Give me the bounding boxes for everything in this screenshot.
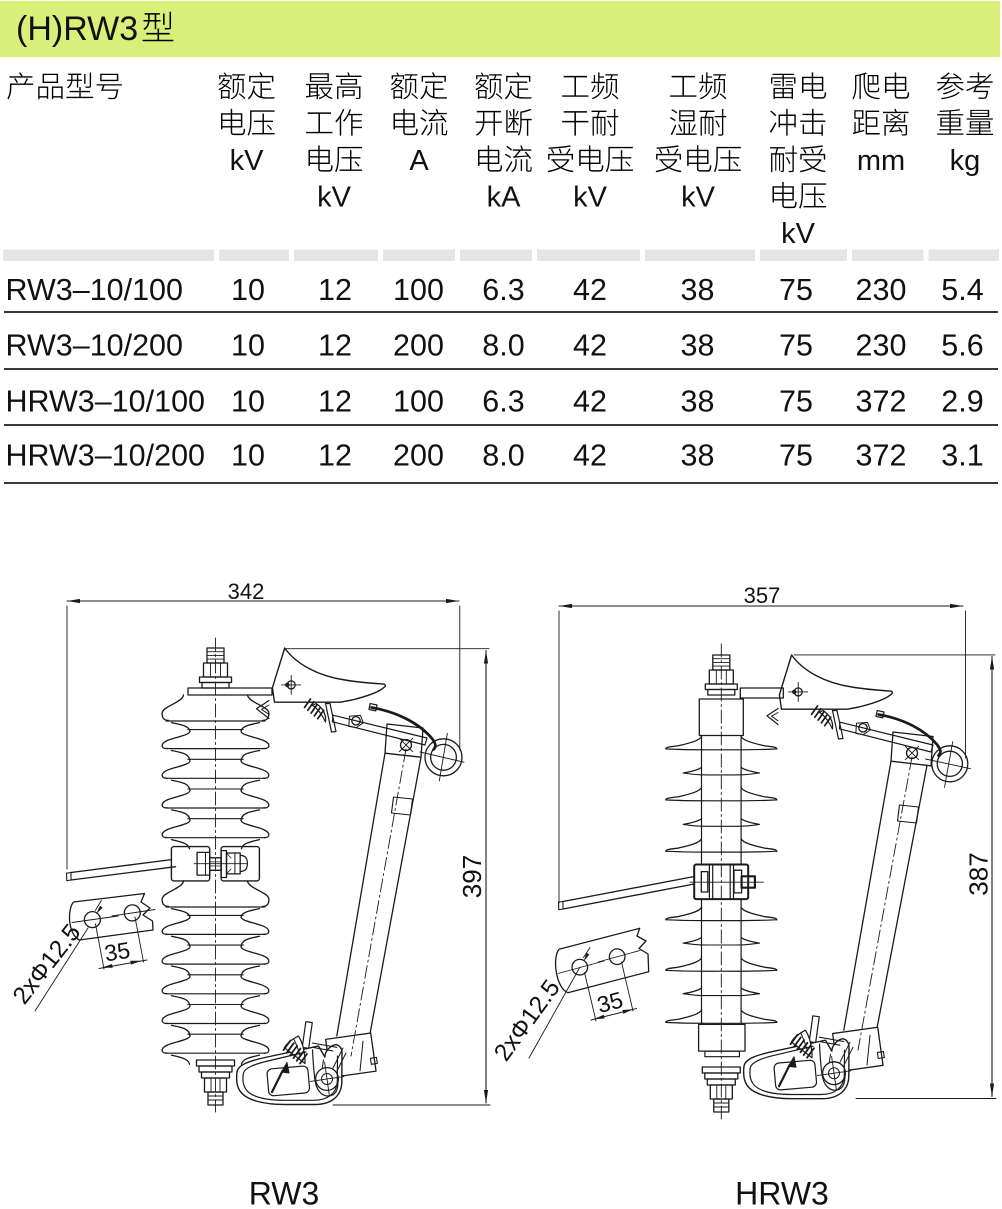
svg-text:38: 38 — [681, 329, 715, 363]
svg-text:75: 75 — [779, 329, 813, 363]
svg-text:230: 230 — [856, 273, 907, 307]
svg-text:2xΦ12.5: 2xΦ12.5 — [8, 919, 87, 1009]
svg-text:42: 42 — [573, 329, 607, 363]
svg-text:5.6: 5.6 — [941, 329, 983, 363]
svg-text:kA: kA — [487, 182, 522, 214]
svg-text:200: 200 — [393, 329, 444, 363]
svg-text:12: 12 — [318, 385, 352, 419]
svg-text:38: 38 — [681, 273, 715, 307]
svg-text:42: 42 — [573, 385, 607, 419]
svg-text:397: 397 — [457, 855, 487, 898]
svg-text:10: 10 — [231, 273, 265, 307]
svg-text:A: A — [409, 145, 429, 177]
svg-text:42: 42 — [573, 439, 607, 473]
svg-text:35: 35 — [103, 937, 132, 967]
svg-text:HRW3: HRW3 — [735, 1176, 829, 1209]
svg-text:372: 372 — [856, 439, 907, 473]
svg-text:342: 342 — [228, 579, 265, 604]
svg-text:HRW3–10/200: HRW3–10/200 — [6, 439, 206, 473]
svg-text:12: 12 — [318, 273, 352, 307]
svg-text:75: 75 — [779, 273, 813, 307]
svg-text:kV: kV — [230, 145, 265, 177]
svg-text:12: 12 — [318, 329, 352, 363]
svg-text:mm: mm — [857, 145, 905, 177]
svg-text:10: 10 — [231, 385, 265, 419]
svg-text:RW3–10/100: RW3–10/100 — [6, 273, 183, 307]
svg-text:kV: kV — [781, 218, 816, 250]
svg-text:200: 200 — [393, 439, 444, 473]
svg-text:372: 372 — [856, 385, 907, 419]
svg-text:12: 12 — [318, 439, 352, 473]
svg-text:8.0: 8.0 — [482, 329, 524, 363]
svg-text:10: 10 — [231, 439, 265, 473]
svg-text:6.3: 6.3 — [482, 385, 524, 419]
svg-text:75: 75 — [779, 439, 813, 473]
svg-text:(H)RW3: (H)RW3 — [16, 10, 138, 48]
svg-text:HRW3–10/100: HRW3–10/100 — [6, 385, 206, 419]
svg-text:75: 75 — [779, 385, 813, 419]
svg-text:357: 357 — [744, 583, 781, 608]
svg-text:38: 38 — [681, 385, 715, 419]
svg-text:387: 387 — [964, 852, 994, 895]
svg-text:RW3–10/200: RW3–10/200 — [6, 329, 183, 363]
svg-text:35: 35 — [594, 986, 625, 1018]
svg-text:2.9: 2.9 — [941, 385, 983, 419]
svg-text:3.1: 3.1 — [941, 439, 983, 473]
svg-text:230: 230 — [856, 329, 907, 363]
svg-text:5.4: 5.4 — [941, 273, 983, 307]
svg-text:kV: kV — [573, 182, 608, 214]
svg-text:kV: kV — [681, 182, 716, 214]
svg-text:100: 100 — [393, 385, 444, 419]
svg-text:100: 100 — [393, 273, 444, 307]
svg-text:42: 42 — [573, 273, 607, 307]
svg-text:8.0: 8.0 — [482, 439, 524, 473]
svg-text:38: 38 — [681, 439, 715, 473]
svg-text:10: 10 — [231, 329, 265, 363]
svg-text:kV: kV — [317, 182, 352, 214]
svg-text:RW3: RW3 — [249, 1176, 320, 1209]
svg-text:2xΦ12.5: 2xΦ12.5 — [489, 975, 566, 1066]
svg-text:6.3: 6.3 — [482, 273, 524, 307]
svg-text:kg: kg — [950, 145, 981, 177]
